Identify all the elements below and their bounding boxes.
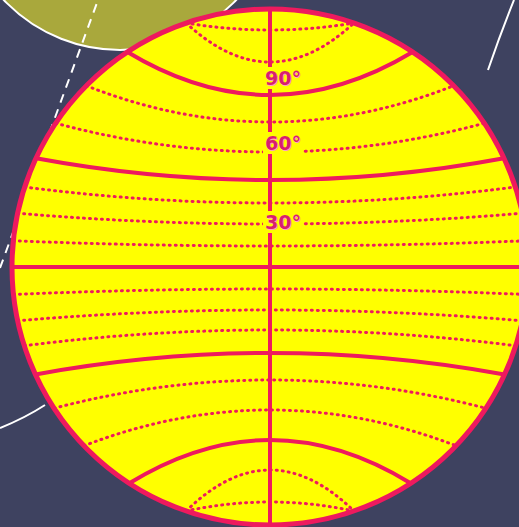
equator bbox=[12, 265, 519, 269]
orbit-arc bbox=[0, 405, 45, 428]
latitude-dotted bbox=[13, 241, 519, 246]
latitude-label: 60° bbox=[263, 132, 303, 154]
latitude-label: 90° bbox=[263, 67, 303, 89]
latitude-dotted bbox=[13, 289, 519, 295]
latitude-label: 30° bbox=[263, 211, 303, 233]
sphere-outline bbox=[12, 9, 519, 525]
sphere bbox=[12, 9, 519, 525]
orbit-arc bbox=[488, 0, 514, 70]
